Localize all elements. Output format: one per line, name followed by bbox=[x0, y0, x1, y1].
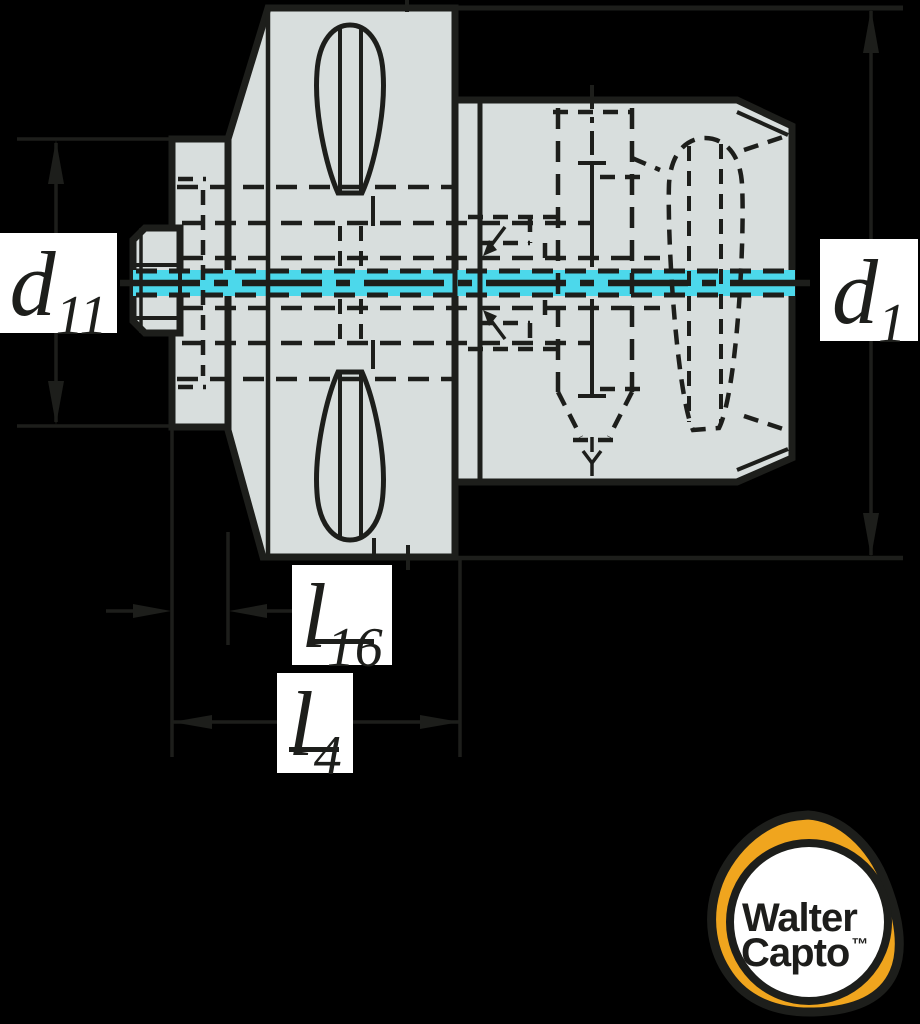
hidden-lines bbox=[136, 108, 793, 443]
l16-subscript: 16 bbox=[326, 617, 383, 680]
l4-subscript: 4 bbox=[313, 725, 342, 788]
d1-letter: d bbox=[832, 240, 878, 343]
d11-subscript: 11 bbox=[55, 285, 108, 348]
d1-subscript: 1 bbox=[878, 293, 906, 356]
d11-letter: d bbox=[9, 232, 56, 335]
logo-inner-circle bbox=[726, 839, 892, 1005]
l4-letter: l bbox=[288, 672, 314, 775]
trademark-symbol: ™ bbox=[851, 935, 869, 954]
l4-baseline-bar bbox=[289, 747, 340, 752]
l16-baseline-bar bbox=[308, 639, 374, 644]
bottom-slot bbox=[314, 369, 386, 543]
l16-letter: l bbox=[301, 564, 327, 667]
logo-text-walter: Walter bbox=[742, 896, 858, 940]
dimension-l16 bbox=[106, 429, 294, 757]
walter-capto-logo bbox=[707, 810, 904, 1017]
top-slot bbox=[314, 22, 386, 196]
logo-capto-word: Capto bbox=[741, 931, 850, 975]
